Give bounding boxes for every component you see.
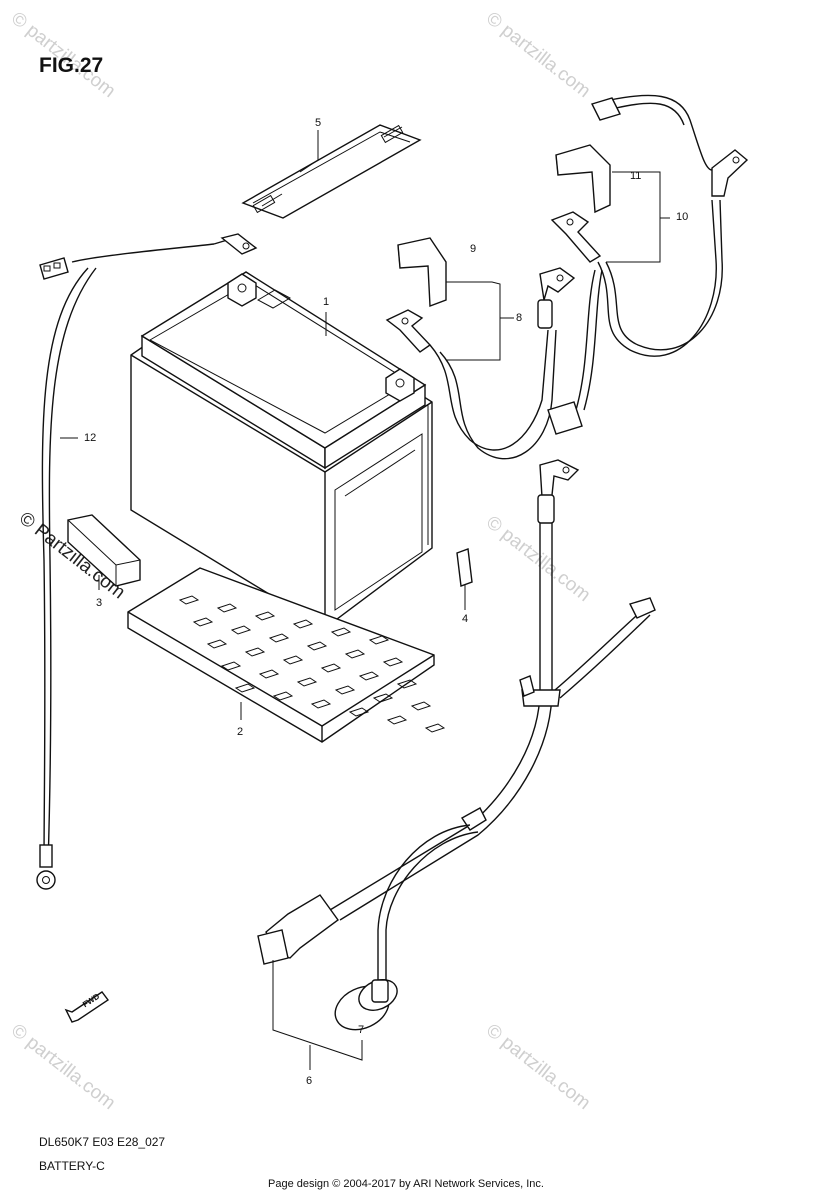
tray-hole [396, 679, 418, 689]
callout-6: 6 [306, 1075, 313, 1087]
tray-hole [344, 649, 366, 659]
callout-lines [60, 130, 670, 1070]
tray-hole [282, 655, 304, 665]
cable-8 [385, 237, 576, 460]
callout-12: 12 [84, 432, 97, 444]
footer-model: DL650K7 E03 E28_027 [39, 1135, 166, 1149]
tray-hole [372, 693, 394, 703]
tray-hole [330, 627, 352, 637]
cable-10 [547, 94, 749, 435]
tray-hole [192, 617, 214, 627]
tray-hole [382, 657, 404, 667]
callout-3: 3 [96, 597, 103, 609]
tray-hole [268, 633, 290, 643]
tray-hole [216, 603, 238, 613]
callout-11: 11 [630, 170, 642, 182]
tray-hole [272, 691, 294, 701]
tray-hole [220, 661, 242, 671]
tray-hole [178, 595, 200, 605]
tray-hole [292, 619, 314, 629]
figure-title: FIG.27 [39, 54, 104, 77]
tray-hole [310, 699, 332, 709]
tray-hole [368, 635, 390, 645]
tray-hole [424, 723, 446, 733]
tray-hole [296, 677, 318, 687]
callout-5: 5 [315, 117, 322, 129]
tray-hole [206, 639, 228, 649]
callout-8: 8 [516, 312, 523, 324]
callout-1: 1 [323, 296, 330, 308]
callout-4: 4 [462, 613, 469, 625]
battery [130, 271, 433, 629]
tray-hole [358, 671, 380, 681]
tray-hole [258, 669, 280, 679]
tray-hole [410, 701, 432, 711]
pad [67, 514, 141, 587]
callout-10: 10 [676, 211, 689, 223]
tray-hole [348, 707, 370, 717]
callout-2: 2 [237, 726, 244, 738]
tray-hole [254, 611, 276, 621]
tray-hole [334, 685, 356, 695]
battery-strap [241, 124, 422, 219]
tray-hole [230, 625, 252, 635]
copyright-credit: Page design © 2004-2017 by ARI Network S… [268, 1178, 544, 1190]
callout-7: 7 [358, 1024, 365, 1036]
battery-tray [127, 567, 446, 743]
tray-hole [306, 641, 328, 651]
callout-9: 9 [470, 243, 477, 255]
tray-hole [244, 647, 266, 657]
tray-hole [234, 683, 256, 693]
fwd-arrow-icon [64, 991, 110, 1023]
tray-hole [320, 663, 342, 673]
footer-section: BATTERY-C [39, 1159, 105, 1173]
cable-6 [257, 459, 656, 1031]
tray-hole [386, 715, 408, 725]
tag [456, 548, 473, 587]
ground-lead [36, 233, 258, 890]
